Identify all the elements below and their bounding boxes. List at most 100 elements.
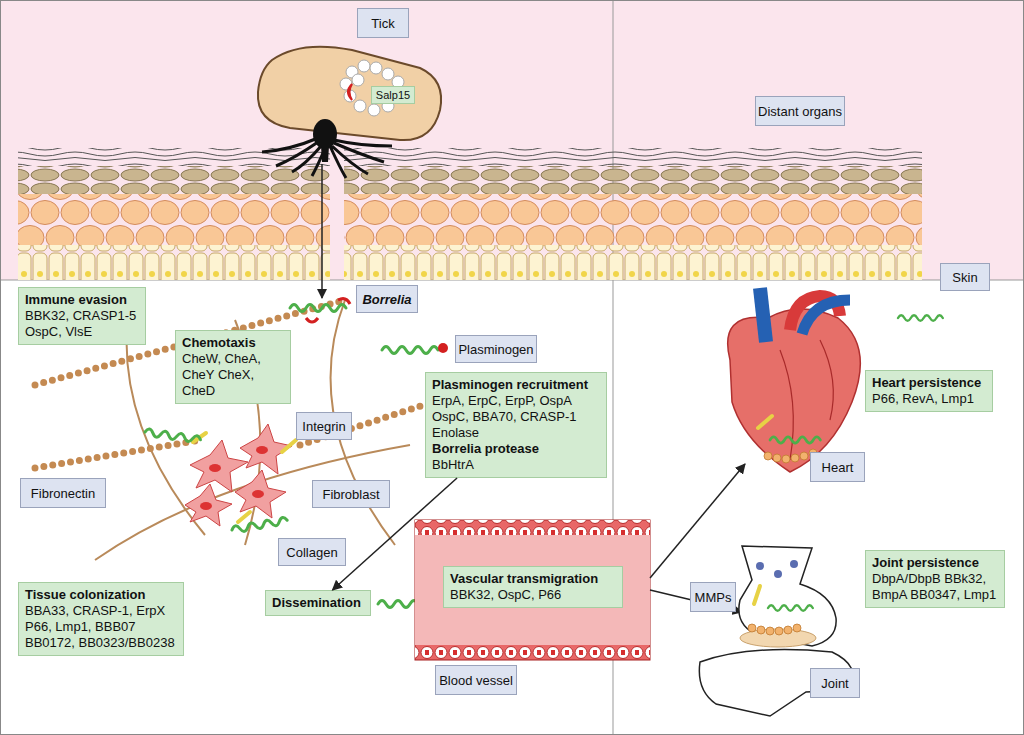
granular-layer xyxy=(344,166,922,194)
femur xyxy=(739,546,836,646)
heart-body xyxy=(728,309,861,472)
bead xyxy=(764,452,772,460)
tissue-panel xyxy=(0,280,1024,735)
integrin-bar xyxy=(754,586,760,604)
info-box: Joint persistenceDbpA/DbpB BBk32, BmpA B… xyxy=(865,550,1005,608)
granular-layer xyxy=(18,166,330,194)
bead xyxy=(784,626,792,634)
label-text: Collagen xyxy=(286,545,337,560)
box-text: BbHtrA xyxy=(432,457,600,473)
ecm-beads xyxy=(748,624,801,635)
gland-acinus xyxy=(354,100,366,112)
label-box: Fibronectin xyxy=(20,478,106,508)
cell-dot xyxy=(790,560,798,568)
spirochete xyxy=(231,517,287,534)
info-box: Immune evasionBBK32, CRASP1-5 OspC, VlsE xyxy=(18,287,146,345)
box-heading: Vascular transmigration xyxy=(450,571,616,587)
label-text: Blood vessel xyxy=(439,673,513,688)
spinous-layer xyxy=(18,194,330,246)
box-heading: Immune evasion xyxy=(25,292,139,308)
cell-dot xyxy=(756,562,764,570)
endothelium xyxy=(415,520,650,535)
label-text: Fibronectin xyxy=(31,486,95,501)
box-text: ErpA, ErpC, ErpP, OspA OspC, BBA70, CRAS… xyxy=(432,393,600,441)
fibroblast-cell xyxy=(185,484,232,526)
protein-tag: Salp15 xyxy=(371,86,415,104)
label-box: Tick xyxy=(357,8,409,38)
bead xyxy=(748,624,756,632)
gland-acinus xyxy=(382,68,394,80)
skin-right xyxy=(344,148,922,280)
label-box: Skin xyxy=(940,263,990,291)
spirochete xyxy=(290,305,346,312)
label-text: Integrin xyxy=(302,419,345,434)
spirochete xyxy=(382,347,438,354)
box-text: P66, RevA, Lmp1 xyxy=(872,391,986,407)
label-box: Distant organs xyxy=(755,96,845,126)
salp15-bound xyxy=(306,318,318,322)
label-box: Collagen xyxy=(278,538,346,566)
label-text: Tick xyxy=(371,16,394,31)
info-box: ChemotaxisCheW, CheA, CheY CheX, CheD xyxy=(175,330,291,404)
box-heading: Dissemination xyxy=(272,595,364,611)
bite-arrow xyxy=(321,164,323,298)
label-text: Distant organs xyxy=(758,104,842,119)
box-heading: Borrelia protease xyxy=(432,441,600,457)
fibroblast-cell xyxy=(190,440,248,492)
bead xyxy=(775,627,783,635)
label-text: Plasminogen xyxy=(458,342,533,357)
vessel-lumen xyxy=(415,535,650,645)
label-box: MMPs xyxy=(690,582,736,612)
box-heading: Joint persistence xyxy=(872,555,998,571)
label-box: Borrelia xyxy=(356,285,418,313)
label-text: Salp15 xyxy=(376,89,410,101)
integrins xyxy=(193,433,296,522)
bead xyxy=(782,455,790,463)
label-text: Skin xyxy=(952,270,977,285)
fibroblast-nucleus xyxy=(200,502,212,510)
label-box: Integrin xyxy=(296,412,352,440)
label-box: Plasminogen xyxy=(455,335,537,363)
bead xyxy=(766,627,774,635)
label-box: Joint xyxy=(810,668,860,698)
integrin-bar xyxy=(238,512,250,522)
label-text: Fibroblast xyxy=(322,487,379,502)
spirochete xyxy=(145,429,201,444)
blood-vessel xyxy=(415,520,650,660)
fibroblast-nucleus xyxy=(256,446,268,454)
gland-acinus xyxy=(358,60,370,72)
cell-dot xyxy=(774,570,782,578)
bead xyxy=(773,454,781,462)
tick xyxy=(258,47,441,178)
integrin-bar xyxy=(282,440,296,452)
fibroblast-cell xyxy=(235,470,286,518)
box-heading: Tissue colonization xyxy=(25,587,177,603)
spirochete xyxy=(768,605,813,611)
box-text: BBK32, CRASP1-5 OspC, VlsE xyxy=(25,308,139,340)
pulmonary-artery xyxy=(802,300,850,334)
salp15-bound xyxy=(338,299,350,304)
label-text: Borrelia xyxy=(362,292,411,307)
spirochete xyxy=(898,315,943,321)
tick-mouthparts xyxy=(321,146,329,162)
fibroblast-nucleus xyxy=(252,490,264,498)
bead xyxy=(791,454,799,462)
basal-layer xyxy=(344,245,922,280)
gland-acinus xyxy=(368,104,380,116)
box-text: BBA33, CRASP-1, ErpX P66, Lmp1, BBB07 BB… xyxy=(25,603,177,651)
tick-body xyxy=(258,47,441,140)
endothelium xyxy=(415,645,650,660)
skin-left xyxy=(18,148,330,280)
box-heading: Plasminogen recruitment xyxy=(432,377,600,393)
spirochete xyxy=(770,437,820,443)
label-box: Heart xyxy=(810,452,865,482)
plasminogen-dot xyxy=(438,343,448,353)
box-heading: Heart persistence xyxy=(872,375,986,391)
host-surface-panel xyxy=(0,0,1024,280)
tick-head xyxy=(313,119,337,149)
info-box: Plasminogen recruitmentErpA, ErpC, ErpP,… xyxy=(425,372,607,478)
tick-legs xyxy=(330,140,392,178)
box-text: DbpA/DbpB BBk32, BmpA BB0347, Lmp1 xyxy=(872,571,998,603)
integrin-bar xyxy=(758,416,772,428)
